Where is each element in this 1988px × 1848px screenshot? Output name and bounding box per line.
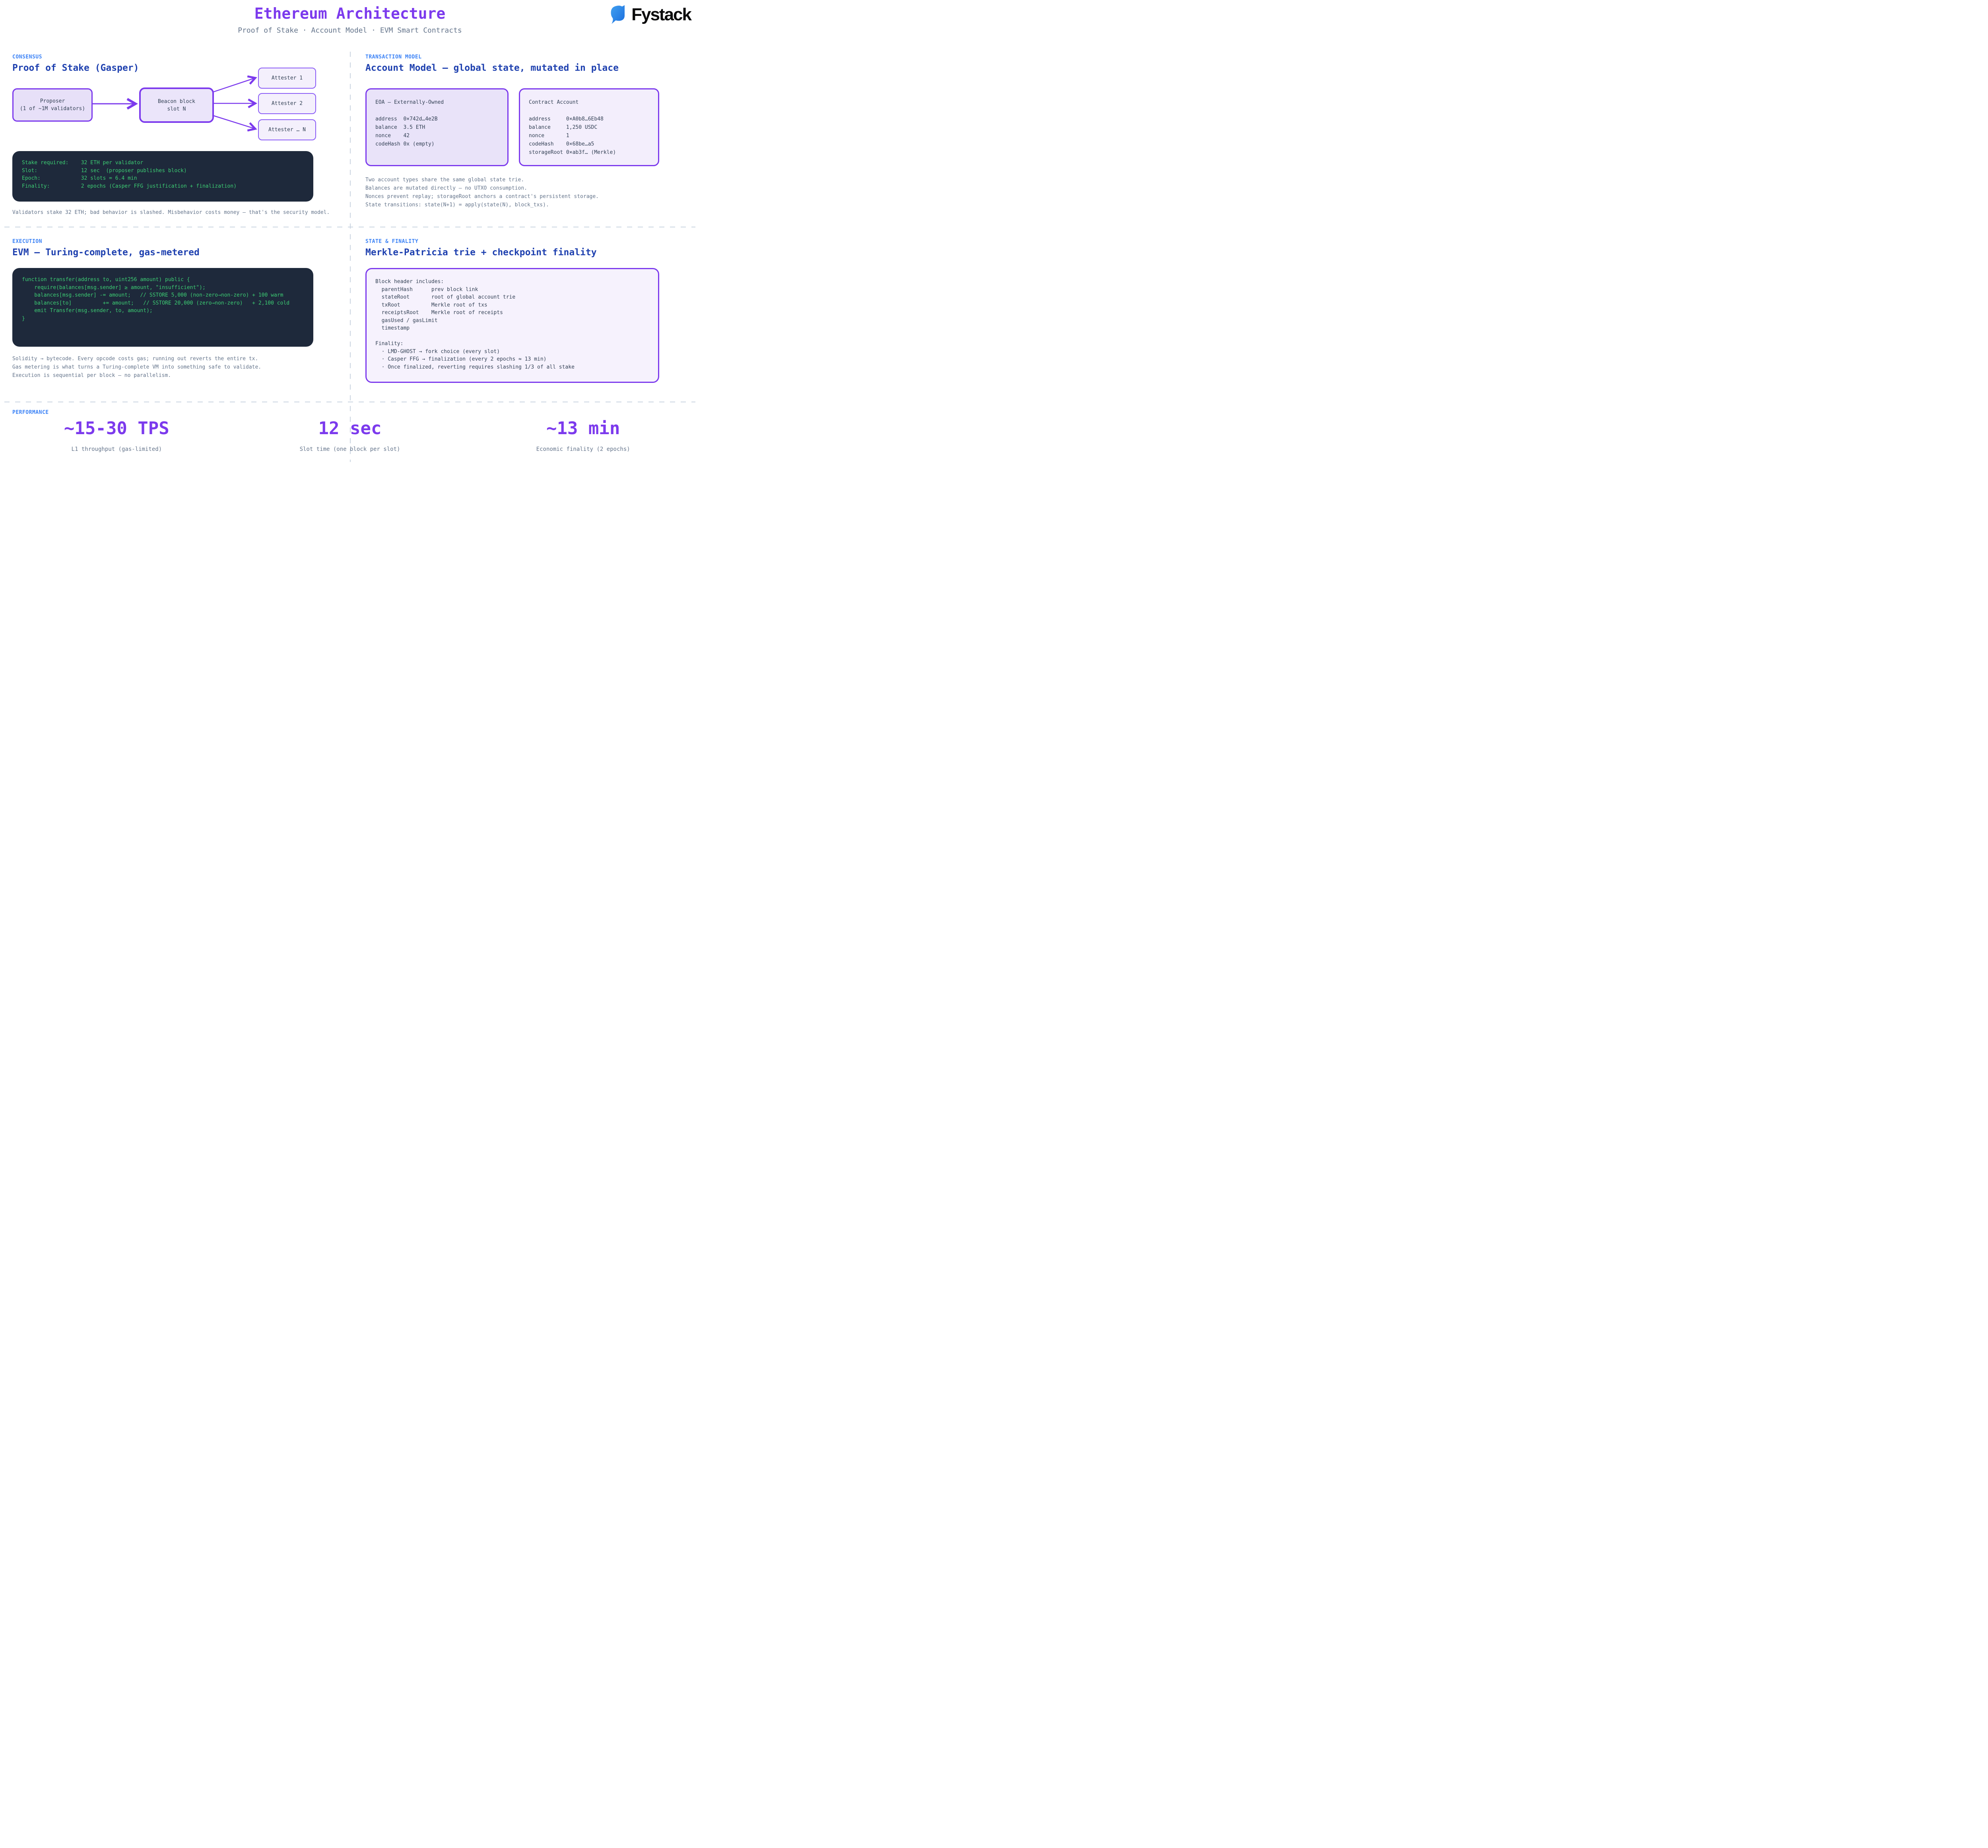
stat-finality: ~13 min Economic finality (2 epochs) (466, 418, 700, 452)
beacon-block-node: Beacon block slot N (139, 87, 214, 123)
solidity-code-text: function transfer(address to, uint256 am… (22, 277, 290, 322)
stat-slot-time-caption: Slot time (one block per slot) (299, 446, 400, 452)
attester-n-label: Attester … N (268, 127, 306, 133)
page-title: Ethereum Architecture (254, 5, 446, 22)
eoa-card-rows: address 0×742d…4e2B balance 3.5 ETH nonc… (375, 116, 438, 147)
proposer-node: Proposer (1 of ~1M validators) (12, 88, 93, 122)
stat-slot-time: 12 sec Slot time (one block per slot) (233, 418, 467, 452)
execution-notes: Solidity → bytecode. Every opcode costs … (12, 356, 262, 379)
execution-heading: EVM — Turing-complete, gas-metered (12, 247, 200, 258)
poster-ethereum-architecture: Ethereum Architecture Proof of Stake · A… (0, 0, 700, 462)
transaction-model-label: TRANSACTION MODEL (365, 54, 422, 60)
attester-2-label: Attester 2 (271, 101, 303, 107)
stat-slot-time-value: 12 sec (318, 418, 382, 439)
consensus-label: CONSENSUS (12, 54, 42, 60)
fystack-logo-icon (610, 3, 627, 28)
stat-tps-caption: L1 throughput (gas-limited) (71, 446, 162, 452)
stake-parameters-text: Stake required: 32 ETH per validator Slo… (22, 160, 237, 189)
brand-lockup: Fystack (610, 3, 692, 28)
attester-n-node: Attester … N (258, 119, 316, 140)
stat-finality-value: ~13 min (546, 418, 620, 439)
attester-1-label: Attester 1 (271, 75, 303, 81)
contract-card-title: Contract Account (529, 99, 579, 105)
proposer-node-label: Proposer (1 of ~1M validators) (19, 98, 85, 112)
stake-parameters-terminal: Stake required: 32 ETH per validator Slo… (12, 151, 313, 202)
vertical-divider (350, 52, 351, 462)
contract-card-rows: address 0×A0b8…6Eb48 balance 1,250 USDC … (529, 116, 616, 155)
block-header-card: Block header includes: parentHash prev b… (365, 268, 659, 383)
brand-name: Fystack (631, 5, 692, 24)
consensus-heading: Proof of Stake (Gasper) (12, 63, 139, 73)
attester-2-node: Attester 2 (258, 93, 316, 114)
state-finality-label: STATE & FINALITY (365, 239, 419, 245)
transaction-model-notes: Two account types share the same global … (365, 177, 599, 208)
stat-tps: ~15-30 TPS L1 throughput (gas-limited) (0, 418, 233, 452)
performance-stats-row: ~15-30 TPS L1 throughput (gas-limited) 1… (0, 418, 700, 452)
beacon-block-node-label: Beacon block slot N (158, 98, 195, 112)
eoa-account-card: EOA — Externally-Owned address 0×742d…4e… (365, 88, 509, 166)
eoa-card-title: EOA — Externally-Owned (375, 99, 444, 105)
attester-1-node: Attester 1 (258, 68, 316, 89)
state-finality-heading: Merkle-Patricia trie + checkpoint finali… (365, 247, 597, 258)
stat-finality-caption: Economic finality (2 epochs) (536, 446, 630, 452)
contract-account-card: Contract Account address 0×A0b8…6Eb48 ba… (519, 88, 659, 166)
page-subtitle: Proof of Stake · Account Model · EVM Sma… (238, 26, 462, 35)
block-header-card-text: Block header includes: parentHash prev b… (375, 279, 575, 370)
consensus-caption: Validators stake 32 ETH; bad behavior is… (12, 210, 330, 215)
execution-label: EXECUTION (12, 239, 42, 245)
performance-label: PERFORMANCE (12, 410, 49, 415)
stat-tps-value: ~15-30 TPS (64, 418, 169, 439)
transaction-model-heading: Account Model — global state, mutated in… (365, 63, 619, 73)
solidity-code-terminal: function transfer(address to, uint256 am… (12, 268, 313, 347)
